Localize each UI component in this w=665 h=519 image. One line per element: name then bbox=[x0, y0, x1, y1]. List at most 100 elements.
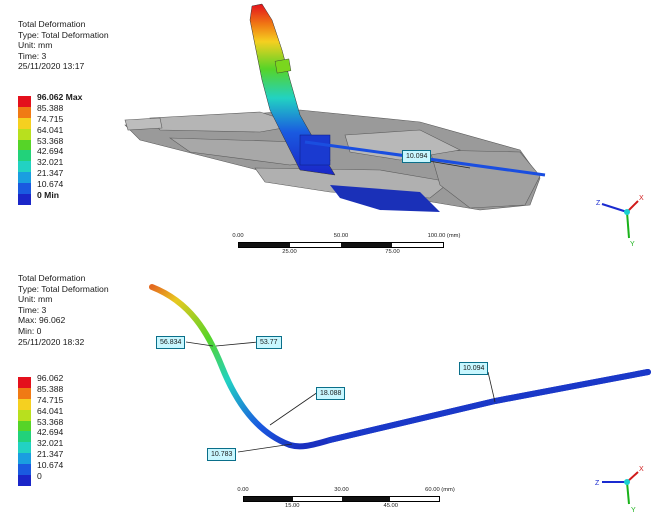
legend-swatch bbox=[18, 464, 31, 476]
legend-swatch bbox=[18, 194, 31, 205]
legend-label[interactable]: 21.347 bbox=[37, 449, 64, 460]
legend-label[interactable]: 42.694 bbox=[37, 427, 64, 438]
scale-tick-label: 15.00 bbox=[284, 503, 300, 509]
scale-tick-label: 45.00 bbox=[383, 503, 399, 509]
legend-swatch bbox=[18, 431, 31, 443]
probe-label-4[interactable]: 10.783 bbox=[207, 448, 237, 461]
legend-swatch bbox=[18, 398, 31, 410]
legend-swatch bbox=[18, 183, 31, 195]
legend-swatch bbox=[18, 377, 31, 388]
legend-swatch bbox=[18, 387, 31, 399]
x-axis-label: X bbox=[639, 466, 644, 473]
legend-label[interactable]: 10.674 bbox=[37, 179, 64, 190]
z-axis-label: Z bbox=[596, 200, 601, 207]
legend-swatch bbox=[18, 420, 31, 432]
y-axis-label: Y bbox=[631, 507, 636, 514]
result-title: Total Deformation bbox=[18, 273, 86, 283]
legend-label[interactable]: 0 bbox=[37, 471, 42, 482]
triad-origin bbox=[624, 209, 630, 215]
top-result-viewport[interactable]: Total Deformation Type: Total Deformatio… bbox=[0, 0, 665, 258]
y-axis-label: Y bbox=[630, 241, 635, 248]
result-type: Type: Total Deformation bbox=[18, 29, 109, 40]
toe-joint-block bbox=[274, 58, 292, 74]
scale-tick-label: 75.00 bbox=[385, 249, 400, 255]
legend-swatch bbox=[18, 172, 31, 184]
result-time: Time: 3 bbox=[18, 50, 47, 61]
result-unit: Unit: mm bbox=[18, 40, 53, 51]
scale-tick-label: 0.00 bbox=[232, 233, 244, 239]
straight-wire-segment bbox=[327, 369, 651, 443]
probe-leader bbox=[269, 391, 319, 426]
bone-model bbox=[124, 109, 541, 211]
scale-tick-label: 60.00 (mm) bbox=[425, 487, 455, 493]
triad-origin bbox=[624, 479, 630, 485]
legend-swatch bbox=[18, 96, 31, 107]
legend-swatch bbox=[18, 161, 31, 173]
metatarsal-block bbox=[299, 134, 331, 166]
legend-label[interactable]: 96.062 bbox=[37, 373, 64, 383]
foot-model-view[interactable] bbox=[0, 0, 665, 258]
legend-label[interactable]: 53.368 bbox=[37, 135, 64, 146]
scale-tick-label: 0.00 bbox=[237, 487, 249, 493]
result-date: 25/11/2020 13:17 bbox=[18, 61, 85, 72]
y-axis-arrow bbox=[626, 481, 630, 505]
bottom-result-info: Total Deformation Type: Total Deformatio… bbox=[18, 273, 109, 347]
result-time: Time: 3 bbox=[18, 304, 47, 315]
y-axis-arrow bbox=[626, 211, 630, 239]
deformed-region-low bbox=[330, 185, 440, 212]
legend-label[interactable]: 10.674 bbox=[37, 460, 64, 471]
result-max: Max: 96.062 bbox=[18, 315, 66, 326]
probe-leader bbox=[237, 443, 293, 453]
legend-label[interactable]: 42.694 bbox=[37, 146, 64, 157]
legend-swatch bbox=[18, 128, 31, 140]
probe-label-3[interactable]: 18.088 bbox=[316, 387, 346, 400]
wire-model-view[interactable] bbox=[0, 262, 665, 519]
legend-swatch bbox=[18, 453, 31, 465]
legend-label[interactable]: 53.368 bbox=[37, 416, 64, 427]
probe-label-2[interactable]: 53.77 bbox=[256, 336, 282, 349]
bottom-result-viewport[interactable]: Total Deformation Type: Total Deformatio… bbox=[0, 262, 665, 519]
legend-label[interactable]: 85.388 bbox=[37, 102, 64, 113]
result-title: Total Deformation bbox=[18, 19, 86, 29]
legend-swatch bbox=[18, 475, 31, 486]
legend-label[interactable]: 64.041 bbox=[37, 405, 64, 416]
scale-tick-label: 100.00 (mm) bbox=[427, 233, 461, 239]
result-date: 25/11/2020 18:32 bbox=[18, 336, 85, 347]
legend-label[interactable]: 21.347 bbox=[37, 168, 64, 179]
legend-label[interactable]: 85.388 bbox=[37, 383, 64, 394]
legend-label[interactable]: 74.715 bbox=[37, 394, 64, 405]
probe-leader bbox=[487, 371, 496, 403]
legend-swatch bbox=[18, 150, 31, 162]
legend-swatch bbox=[18, 409, 31, 421]
top-axis-triad[interactable]: Z X Y bbox=[594, 190, 654, 250]
result-unit: Unit: mm bbox=[18, 294, 53, 305]
probe-label[interactable]: 10.094 bbox=[402, 150, 432, 163]
legend-swatch bbox=[18, 442, 31, 454]
legend-swatch bbox=[18, 139, 31, 151]
legend-swatch bbox=[18, 106, 31, 118]
bottom-axis-triad[interactable]: Z X Y bbox=[594, 460, 654, 516]
result-min: Min: 0 bbox=[18, 325, 42, 336]
bottom-scale-bar: 0.00 30.00 60.00 (mm) 15.00 45.00 bbox=[237, 487, 454, 512]
legend-label[interactable]: 32.021 bbox=[37, 157, 64, 168]
scale-tick-label: 30.00 bbox=[334, 487, 349, 493]
probe-leader bbox=[215, 341, 259, 347]
probe-label-5[interactable]: 10.094 bbox=[459, 362, 489, 375]
scale-tick-label: 25.00 bbox=[282, 249, 297, 255]
deformed-wire bbox=[149, 284, 651, 450]
probe-label-1[interactable]: 56.834 bbox=[156, 336, 186, 349]
result-type: Type: Total Deformation bbox=[18, 283, 109, 294]
legend-label[interactable]: 96.062 Max bbox=[37, 92, 83, 102]
legend-label[interactable]: 32.021 bbox=[37, 438, 64, 449]
probe-leader bbox=[185, 341, 214, 347]
legend-label[interactable]: 74.715 bbox=[37, 113, 64, 124]
x-axis-label: X bbox=[639, 195, 644, 202]
legend-label[interactable]: 0 Min bbox=[37, 190, 59, 201]
legend-label[interactable]: 64.041 bbox=[37, 124, 64, 135]
deformed-toe bbox=[249, 3, 336, 176]
top-result-info: Total Deformation Type: Total Deformatio… bbox=[18, 19, 109, 72]
z-axis-arrow bbox=[601, 203, 628, 213]
z-axis-label: Z bbox=[595, 480, 600, 487]
legend-swatch bbox=[18, 117, 31, 129]
